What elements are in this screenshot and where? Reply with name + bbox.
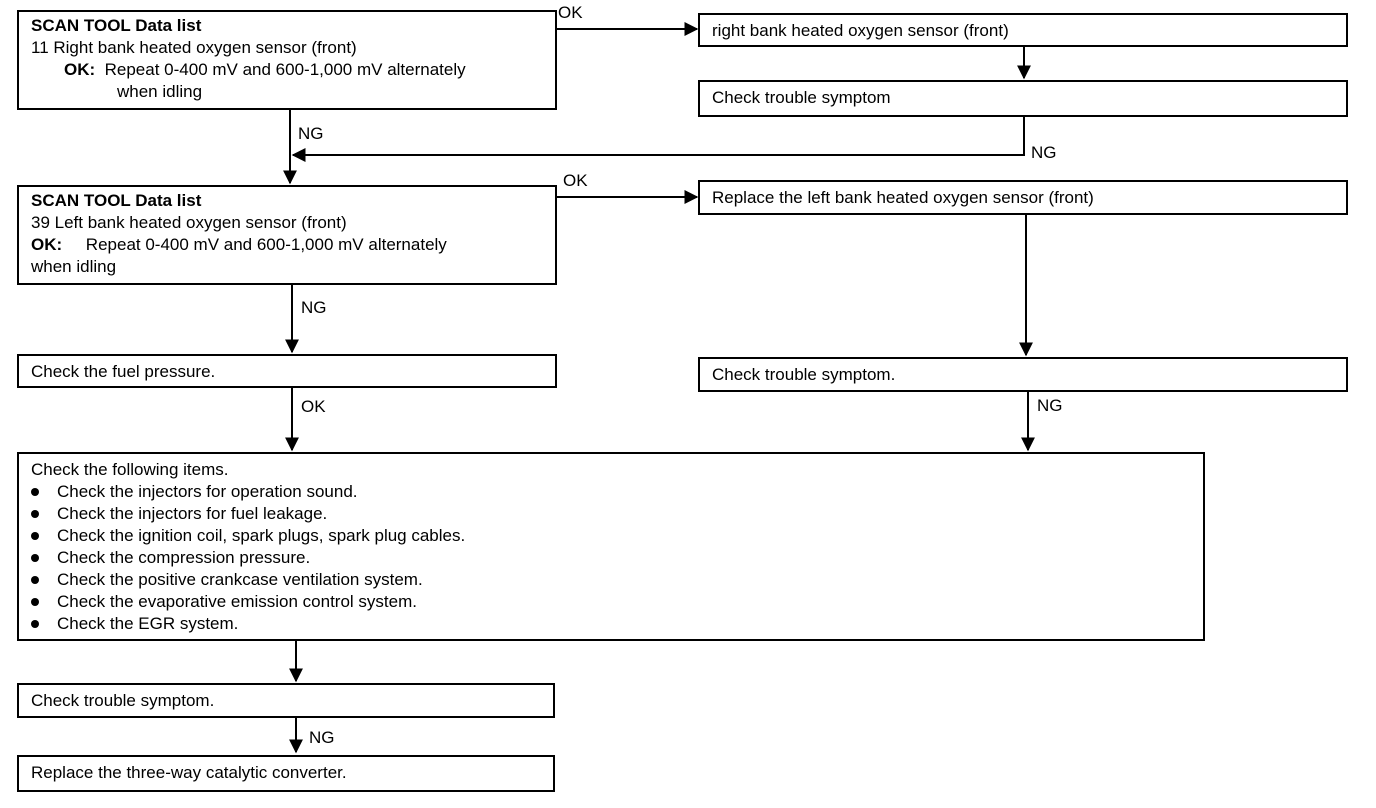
list-item: Check the injectors for operation sound. (31, 481, 1191, 503)
edge-label-ng: NG (1037, 396, 1063, 415)
ok-text: Repeat 0-400 mV and 600-1,000 mV alterna… (85, 235, 447, 254)
bullet-icon (31, 554, 39, 562)
ok-label: OK: (31, 235, 63, 254)
box-text: right bank heated oxygen sensor (front) (712, 21, 1009, 40)
box-text: Check trouble symptom. (31, 691, 215, 710)
edge-label-ng: NG (309, 728, 335, 747)
box-text: Check the fuel pressure. (31, 362, 216, 381)
check-fuel-pressure-box: Check the fuel pressure. (17, 354, 557, 388)
list-item: Check the injectors for fuel leakage. (31, 503, 1191, 525)
check-trouble-symptom-box-3: Check trouble symptom. (17, 683, 555, 718)
box-text: Replace the left bank heated oxygen sens… (712, 188, 1094, 207)
bullet-icon (31, 620, 39, 628)
bullet-icon (31, 510, 39, 518)
bullet-icon (31, 598, 39, 606)
ok-text: Repeat 0-400 mV and 600-1,000 mV alterna… (104, 60, 466, 79)
box-line: when idling (31, 257, 117, 276)
box-line: 39 Left bank heated oxygen sensor (front… (31, 213, 347, 232)
edge-label-ok: OK (563, 171, 588, 190)
check-following-items-box: Check the following items. Check the inj… (17, 452, 1205, 641)
edge-label-ok: OK (558, 3, 583, 22)
replace-left-sensor-box: Replace the left bank heated oxygen sens… (698, 180, 1348, 215)
ok-label: OK: (64, 60, 96, 79)
bullet-icon (31, 576, 39, 584)
edge-label-ok: OK (301, 397, 326, 416)
box-title: SCAN TOOL Data list (31, 16, 202, 35)
edge-label-ng: NG (1031, 143, 1057, 162)
box-line: 11 Right bank heated oxygen sensor (fron… (31, 38, 357, 57)
check-trouble-symptom-box-1: Check trouble symptom (698, 80, 1348, 117)
box-ok-line: OK: Repeat 0-400 mV and 600-1,000 mV alt… (31, 59, 543, 81)
bullet-icon (31, 532, 39, 540)
bullet-icon (31, 488, 39, 496)
box-text: Replace the three-way catalytic converte… (31, 763, 347, 782)
box-ok-line: OK: Repeat 0-400 mV and 600-1,000 mV alt… (31, 234, 543, 256)
box-title: SCAN TOOL Data list (31, 191, 202, 210)
arrow-check-symptom-ng-return (291, 117, 1025, 162)
check-trouble-symptom-box-2: Check trouble symptom. (698, 357, 1348, 392)
box-title: Check the following items. (31, 460, 229, 479)
right-bank-sensor-box: right bank heated oxygen sensor (front) (698, 13, 1348, 47)
list-item: Check the evaporative emission control s… (31, 591, 1191, 613)
scan-tool-left-bank-box: SCAN TOOL Data list 39 Left bank heated … (17, 185, 557, 285)
list-item: Check the compression pressure. (31, 547, 1191, 569)
list-item: Check the EGR system. (31, 613, 1191, 635)
edge-label-ng: NG (298, 124, 324, 143)
list-item: Check the positive crankcase ventilation… (31, 569, 1191, 591)
box-text: Check trouble symptom (712, 88, 891, 107)
box-text: Check trouble symptom. (712, 365, 896, 384)
edge-label-ng: NG (301, 298, 327, 317)
box-line: when idling (117, 82, 203, 101)
replace-catalytic-converter-box: Replace the three-way catalytic converte… (17, 755, 555, 792)
scan-tool-right-bank-box: SCAN TOOL Data list 11 Right bank heated… (17, 10, 557, 110)
list-item: Check the ignition coil, spark plugs, sp… (31, 525, 1191, 547)
